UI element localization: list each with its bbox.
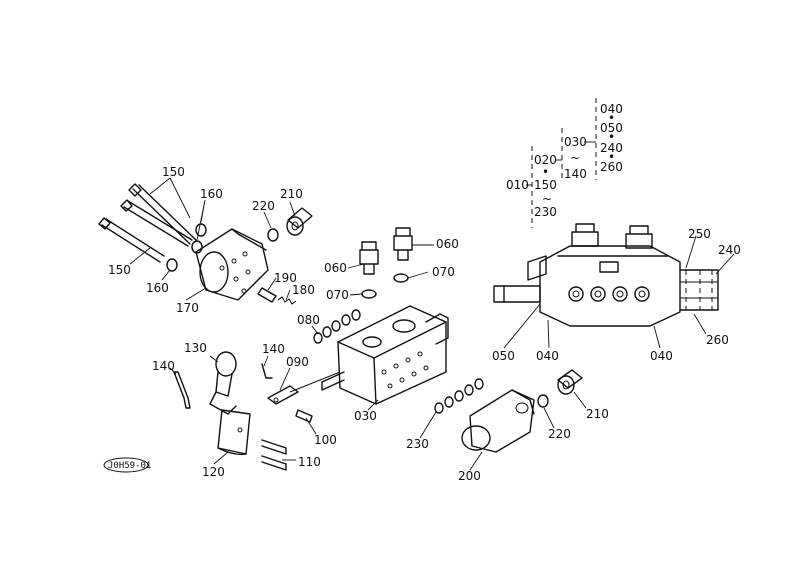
label-160-left: 160 [146, 281, 169, 295]
label-230: 230 [406, 437, 429, 451]
label-180: 180 [292, 283, 315, 297]
lever-knob-130 [215, 351, 237, 397]
label-220-lower: 220 [548, 427, 571, 441]
fitting-210-upper [286, 207, 313, 236]
drawing-reference-text: J0H59-01 [108, 461, 151, 471]
tree-020: 020 [534, 153, 557, 167]
tree-240: 240 [600, 141, 623, 155]
tree-260: 260 [600, 160, 623, 174]
tree-dot-3b: • [608, 130, 615, 144]
label-030: 030 [354, 409, 377, 423]
nuts-160 [166, 223, 207, 272]
bolts-150 [98, 183, 197, 263]
o-ring-070-left [361, 289, 377, 299]
label-220-upper: 220 [252, 199, 275, 213]
label-250: 250 [688, 227, 711, 241]
part-labels: 150 160 210 220 150 160 170 190 180 060 … [108, 165, 741, 483]
label-080: 080 [297, 313, 320, 327]
label-200: 200 [458, 469, 481, 483]
label-060-left: 060 [324, 261, 347, 275]
tree-tilde-2: ~ [570, 151, 580, 165]
label-110: 110 [298, 455, 321, 469]
label-040-right: 040 [650, 349, 673, 363]
o-rings-230 [434, 378, 484, 414]
label-070-right: 070 [432, 265, 455, 279]
plug-190-and-spring-180 [257, 287, 297, 305]
tree-tilde-1: ~ [542, 192, 552, 206]
o-ring-220-upper [267, 228, 279, 242]
assembled-control-valve [493, 223, 719, 327]
label-160-top: 160 [200, 187, 223, 201]
inlet-cover-200 [461, 389, 535, 453]
o-ring-220-lower [537, 394, 549, 408]
label-100: 100 [314, 433, 337, 447]
tree-140: 140 [564, 167, 587, 181]
relief-valve-060-left [359, 241, 379, 275]
label-050: 050 [492, 349, 515, 363]
label-240: 240 [718, 243, 741, 257]
tree-dot-1: • [542, 165, 549, 179]
tree-030: 030 [564, 135, 587, 149]
tree-150: 150 [534, 178, 557, 192]
tree-230: 230 [534, 205, 557, 219]
valve-section-030 [321, 305, 449, 405]
label-140-right: 140 [262, 342, 285, 356]
label-210-lower: 210 [586, 407, 609, 421]
tree-dot-3c: • [608, 150, 615, 164]
label-260: 260 [706, 333, 729, 347]
label-140-left: 140 [152, 359, 175, 373]
label-040-left: 040 [536, 349, 559, 363]
pins-110 [261, 439, 287, 471]
label-090: 090 [286, 355, 309, 369]
label-170: 170 [176, 301, 199, 315]
label-060-right: 060 [436, 237, 459, 251]
o-rings-080 [313, 309, 361, 344]
pin-100 [295, 409, 313, 423]
lever-link-line [289, 371, 341, 393]
label-150-top: 150 [162, 165, 185, 179]
assembly-breakdown-tree: 010 020 150 230 • ~ 030 140 ~ 040 • 050 … [506, 98, 623, 228]
fitting-210-lower [557, 369, 583, 395]
drawing-reference: J0H59-01 [103, 457, 151, 473]
clips-140 [173, 363, 273, 409]
label-120: 120 [202, 465, 225, 479]
label-210-upper: 210 [280, 187, 303, 201]
lever-120 [209, 391, 251, 456]
tree-root-010: 010 [506, 178, 529, 192]
leader-lines [129, 177, 735, 471]
tree-050: 050 [600, 121, 623, 135]
label-130: 130 [184, 341, 207, 355]
o-ring-070-right [393, 273, 409, 283]
label-150-left: 150 [108, 263, 131, 277]
tree-040: 040 [600, 102, 623, 116]
end-cover-170 [195, 228, 269, 301]
tree-dot-3a: • [608, 111, 615, 125]
link-090 [267, 385, 299, 405]
label-070-left: 070 [326, 288, 349, 302]
label-190: 190 [274, 271, 297, 285]
relief-valve-060-right [393, 227, 413, 261]
